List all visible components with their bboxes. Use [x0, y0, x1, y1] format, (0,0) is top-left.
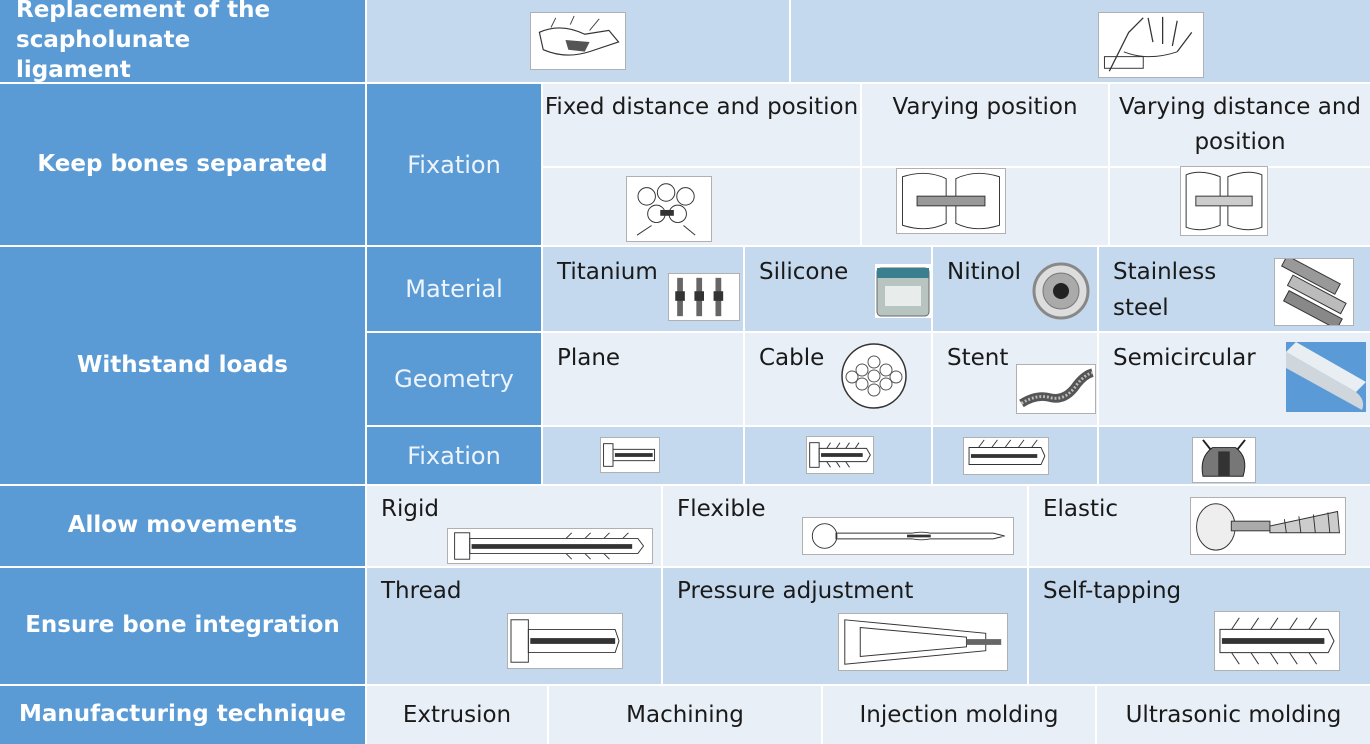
- bone-spacer-icon: [1180, 166, 1268, 236]
- material-titanium: Titanium: [557, 259, 658, 285]
- fixation-label: Fixation: [367, 427, 541, 484]
- elastic-screw-icon: [1190, 497, 1346, 555]
- separated-option-cell-1: Fixed distance and position: [543, 84, 860, 166]
- geometry-label: Geometry: [367, 333, 541, 425]
- geometry-cable: Cable: [759, 345, 825, 371]
- geometry-stent: Stent: [947, 345, 1009, 371]
- cable-cross-section-icon: [838, 342, 910, 410]
- pressure-fit-icon: [838, 613, 1008, 671]
- material-label: Material: [367, 247, 541, 331]
- screw-icon: [963, 437, 1049, 475]
- metal-tube-icon: [1274, 258, 1354, 326]
- option-label: Varying distance and position: [1118, 94, 1362, 155]
- separated-option-cell-3: Varying distance and position: [1110, 84, 1370, 166]
- self-tapping-screw-icon: [1214, 611, 1340, 671]
- material-nitinol: Nitinol: [947, 259, 1022, 285]
- manufacturing-cell: Machining: [549, 686, 821, 744]
- row-label-movements: Allow movements: [0, 486, 365, 566]
- manufacturing-cell: Extrusion: [367, 686, 547, 744]
- row-label-separated: Keep bones separated: [0, 84, 365, 245]
- option-label: Varying position: [892, 94, 1078, 120]
- replacement-cell-2: [791, 0, 1370, 82]
- screw-icon: [668, 273, 740, 321]
- manufacturing-cell: Ultrasonic molding: [1097, 686, 1370, 744]
- geometry-semicircular: Semicircular: [1113, 345, 1256, 371]
- manufacturing-extrusion: Extrusion: [402, 702, 512, 728]
- integration-pressure-adjustment: Pressure adjustment: [677, 578, 914, 604]
- semicircular-channel-icon: [1286, 342, 1366, 412]
- row-label-manufacturing: Manufacturing technique: [0, 686, 365, 744]
- row-label-replacement: Replacement of the scapholunate ligament: [0, 0, 365, 82]
- material-stainless-steel: Stainless steel: [1113, 259, 1217, 321]
- stent-icon: [1016, 364, 1096, 414]
- geometry-plane: Plane: [557, 345, 621, 371]
- movement-rigid: Rigid: [381, 496, 439, 522]
- manufacturing-injection-molding: Injection molding: [859, 702, 1059, 728]
- screw-icon: [447, 528, 653, 564]
- manufacturing-cell: Injection molding: [823, 686, 1095, 744]
- option-label: Fixed distance and position: [544, 94, 859, 120]
- integration-self-tapping: Self-tapping: [1043, 578, 1182, 604]
- anchor-icon: [1192, 437, 1256, 483]
- wrist-surgery-icon: [530, 12, 626, 70]
- silicone-jar-icon: [875, 264, 931, 318]
- row-label-loads: Withstand loads: [0, 247, 365, 484]
- movement-elastic: Elastic: [1043, 496, 1119, 522]
- manufacturing-ultrasonic-molding: Ultrasonic molding: [1125, 702, 1342, 728]
- screw-icon: [507, 613, 623, 669]
- screw-icon: [600, 437, 660, 473]
- carpal-bones-icon: [626, 176, 712, 242]
- movement-flexible: Flexible: [677, 496, 766, 522]
- hand-ligament-icon: [1098, 12, 1204, 78]
- screw-icon: [806, 436, 874, 474]
- separated-sub-label: Fixation: [367, 84, 541, 245]
- geometry-cell: Plane: [543, 333, 743, 425]
- integration-thread: Thread: [381, 578, 462, 604]
- bone-spacer-icon: [896, 168, 1006, 234]
- material-silicone: Silicone: [759, 259, 849, 285]
- flexible-pin-icon: [802, 517, 1014, 555]
- manufacturing-machining: Machining: [626, 702, 744, 728]
- wire-spool-icon: [1030, 262, 1092, 320]
- row-label-integration: Ensure bone integration: [0, 568, 365, 684]
- separated-option-cell-2: Varying position: [862, 84, 1108, 166]
